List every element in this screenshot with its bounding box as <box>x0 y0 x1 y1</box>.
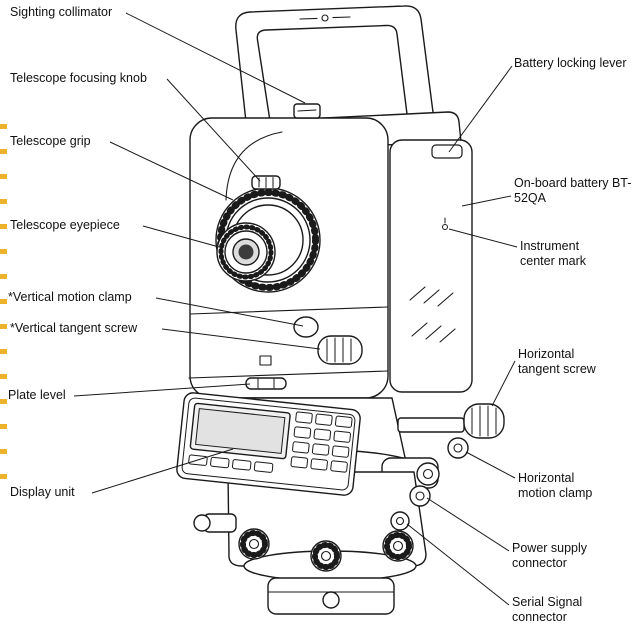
label-power-supply-connector: Power supply connector <box>512 541 588 570</box>
battery-vents <box>409 286 456 343</box>
leader-telescope-focusing-knob <box>166 78 261 182</box>
label-horizontal-motion-clamp: Horizontal motion clamp <box>518 471 593 500</box>
leader-telescope-eyepiece <box>142 225 220 248</box>
leader-sighting-collimator <box>125 12 306 104</box>
label-telescope-grip: Telescope grip <box>10 134 91 148</box>
telescope-focusing-knob-part <box>251 175 281 190</box>
leader-on-board-battery <box>461 195 512 207</box>
label-vertical-tangent-screw: *Vertical tangent screw <box>10 321 138 335</box>
serial-signal-connector-part <box>390 511 410 531</box>
label-vertical-motion-clamp: *Vertical motion clamp <box>8 290 132 304</box>
label-battery-locking-lever: Battery locking lever <box>514 56 627 70</box>
horizontal-tangent-screw-part <box>397 403 505 439</box>
lcd-screen <box>189 402 291 460</box>
leveling-screws <box>238 528 414 572</box>
vertical-tangent-screw-part <box>317 335 363 365</box>
leader-vertical-motion-clamp <box>155 297 304 327</box>
label-on-board-battery: On-board battery BT-52QA <box>514 176 632 205</box>
display-unit-part <box>176 392 361 496</box>
label-telescope-focusing-knob: Telescope focusing knob <box>10 71 147 85</box>
label-serial-signal-connector: Serial Signal connector <box>512 595 583 624</box>
leader-vertical-tangent-screw <box>161 328 321 350</box>
vertical-motion-clamp-part <box>293 316 319 338</box>
label-display-unit: Display unit <box>10 485 75 499</box>
power-supply-connector-part <box>409 485 431 507</box>
label-plate-level: Plate level <box>8 388 66 402</box>
leader-instrument-center-mark <box>448 228 518 248</box>
leader-power-supply-connector <box>426 497 510 552</box>
base-plate <box>267 577 395 615</box>
label-instrument-center-mark: Instrument center mark <box>520 239 586 268</box>
telescope-eyepiece-part <box>216 222 276 282</box>
leader-horizontal-tangent-screw <box>491 360 516 407</box>
label-sighting-collimator: Sighting collimator <box>10 5 113 19</box>
battery-locking-lever-part <box>431 144 463 159</box>
sighting-collimator-part <box>293 103 321 119</box>
plate-level-vial <box>245 377 287 390</box>
label-horizontal-tangent-screw: Horizontal tangent screw <box>518 347 596 376</box>
leader-display-unit <box>91 448 234 494</box>
battery-pack <box>389 139 473 393</box>
keypad-keys <box>290 411 353 473</box>
leader-plate-level <box>73 383 251 397</box>
instrument-center-mark-part <box>442 217 448 230</box>
leader-lines <box>73 12 518 606</box>
label-telescope-eyepiece: Telescope eyepiece <box>10 218 120 232</box>
handle-emblem-icon <box>299 14 351 22</box>
leader-telescope-grip <box>109 141 234 201</box>
carrying-handle <box>235 5 435 123</box>
leader-battery-locking-lever <box>448 65 513 153</box>
horizontal-motion-clamp-part <box>447 437 469 459</box>
optical-plummet-part <box>193 513 237 533</box>
base-assembly <box>193 397 505 615</box>
leader-horizontal-motion-clamp <box>465 451 516 479</box>
leader-serial-signal-connector <box>406 523 510 606</box>
page-edge-marks <box>0 124 7 496</box>
